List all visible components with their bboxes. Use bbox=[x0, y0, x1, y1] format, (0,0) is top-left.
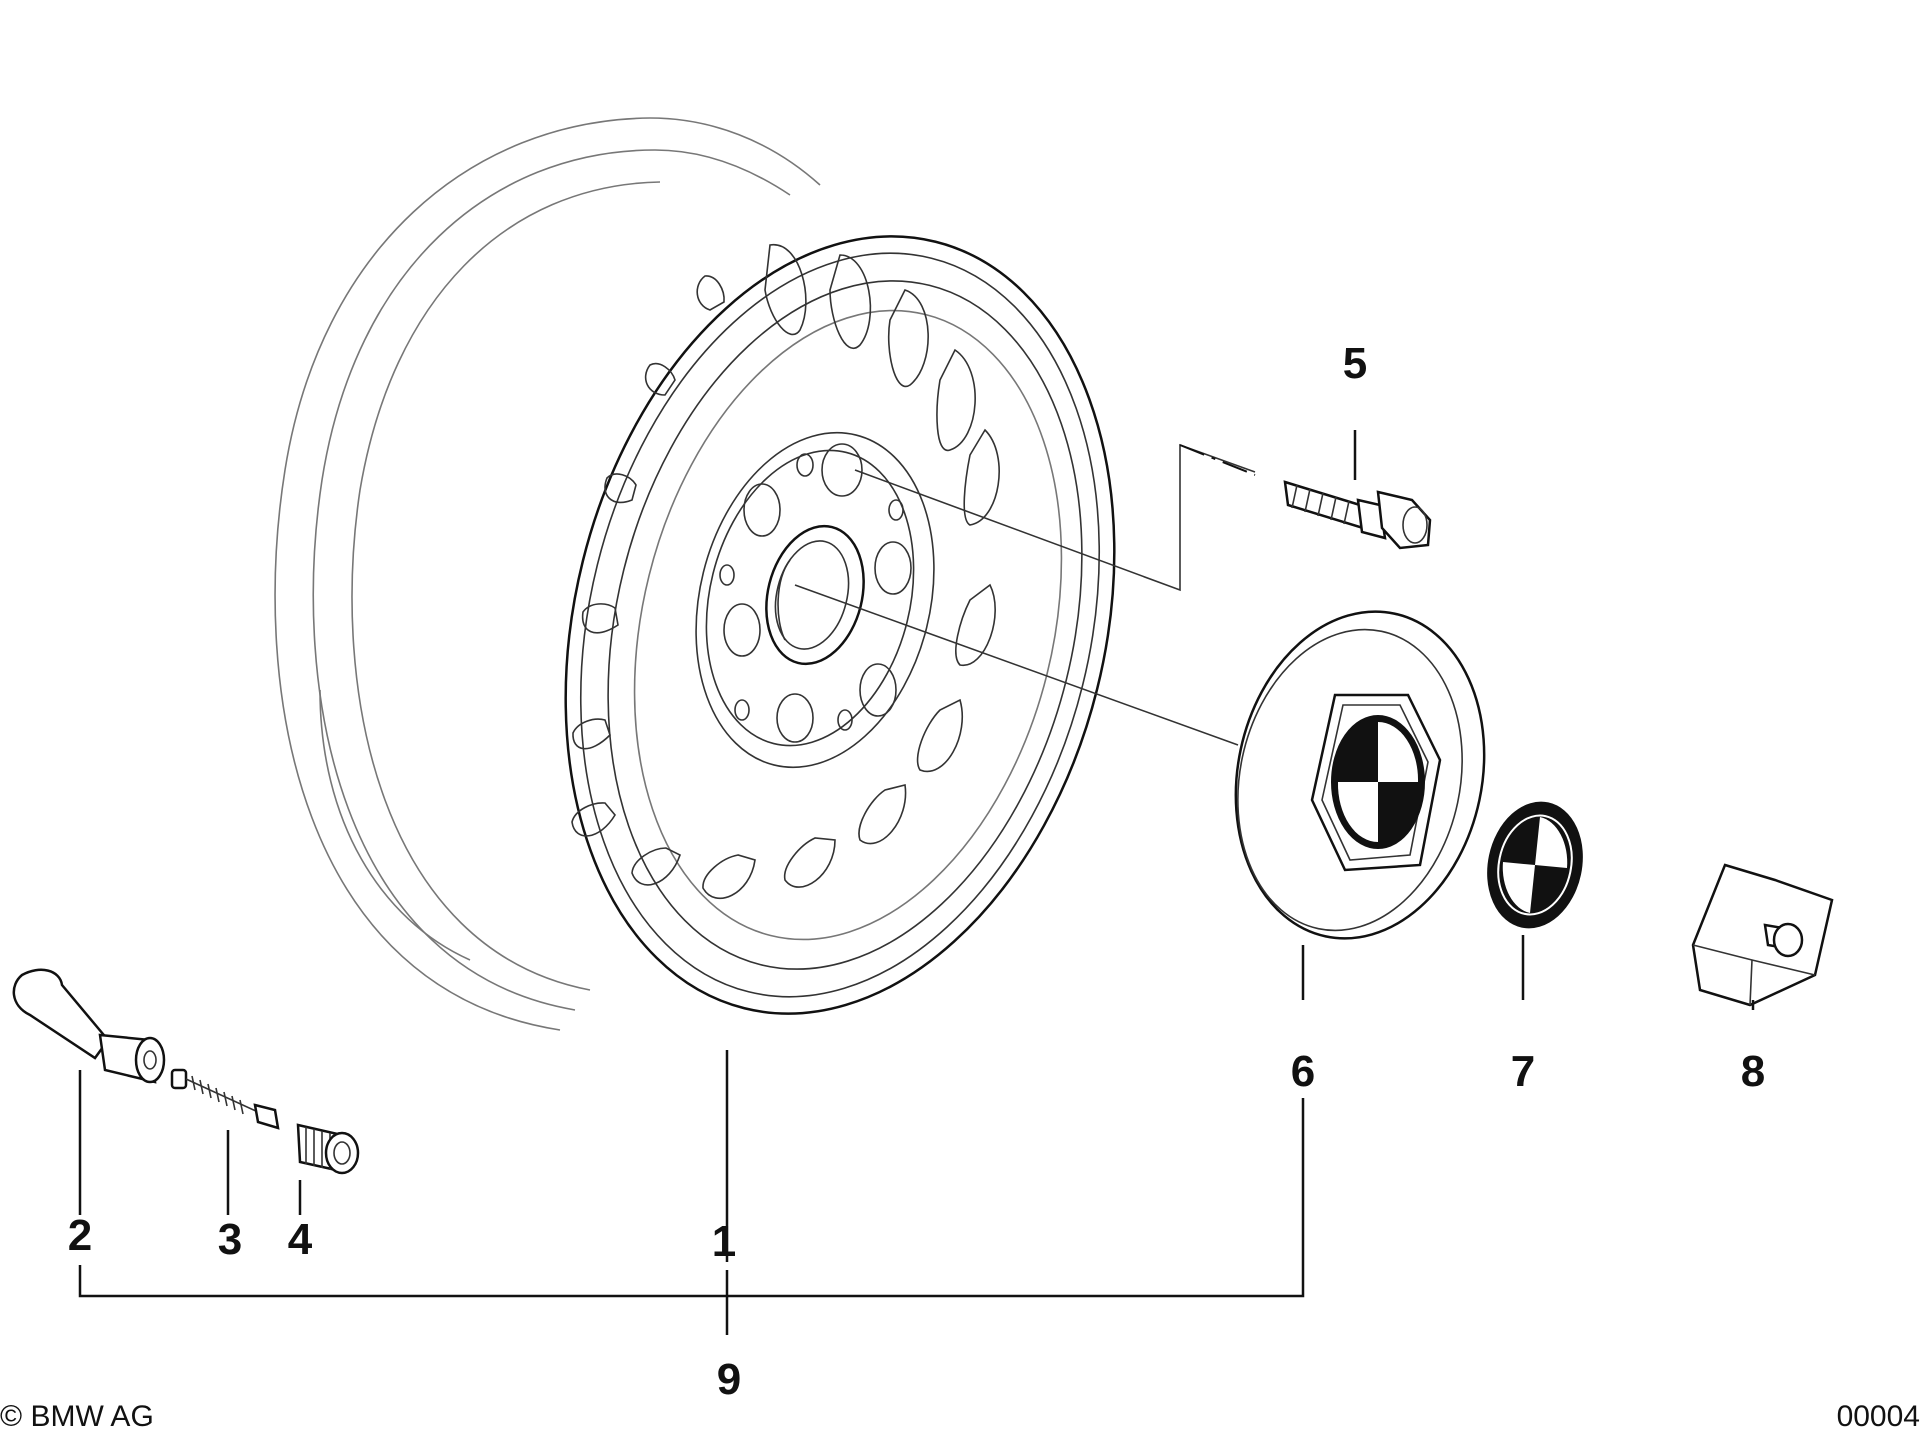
leader-lines bbox=[78, 430, 1755, 1335]
bmw-emblem[interactable] bbox=[1477, 794, 1593, 936]
callout-2: 2 bbox=[68, 1211, 92, 1260]
diagram-code: 00004 bbox=[1837, 1400, 1920, 1433]
callout-6: 6 bbox=[1291, 1047, 1315, 1096]
valve-core[interactable] bbox=[170, 1068, 280, 1130]
callout-5: 5 bbox=[1343, 339, 1367, 388]
copyright-label: © BMW AG bbox=[0, 1400, 154, 1433]
valve-stem[interactable] bbox=[12, 968, 166, 1084]
valve-cap[interactable] bbox=[296, 1123, 360, 1175]
callout-8: 8 bbox=[1741, 1047, 1765, 1096]
callout-9: 9 bbox=[717, 1355, 741, 1404]
callout-3: 3 bbox=[218, 1215, 242, 1264]
wheel-bolt[interactable] bbox=[1283, 480, 1432, 550]
rim-inner-edge bbox=[607, 280, 1083, 970]
rim-lip bbox=[579, 252, 1101, 998]
bolt-holes bbox=[719, 443, 912, 743]
callout-1: 1 bbox=[712, 1217, 736, 1266]
callout-7: 7 bbox=[1511, 1047, 1535, 1096]
center-bore bbox=[765, 524, 865, 666]
rim-inner-step bbox=[633, 309, 1063, 941]
hub-cap[interactable] bbox=[1206, 588, 1513, 962]
wheel-barrel bbox=[274, 117, 821, 1031]
hub-disc-face bbox=[705, 449, 915, 747]
callout-4: 4 bbox=[288, 1215, 313, 1264]
wheel-rim[interactable] bbox=[274, 117, 1193, 1072]
assembly-lines bbox=[794, 443, 1256, 746]
hub-disc bbox=[695, 431, 935, 769]
wheel-nut[interactable] bbox=[1691, 863, 1834, 1007]
spoke-openings bbox=[571, 244, 1000, 900]
rim-outer-edge bbox=[564, 235, 1116, 1015]
